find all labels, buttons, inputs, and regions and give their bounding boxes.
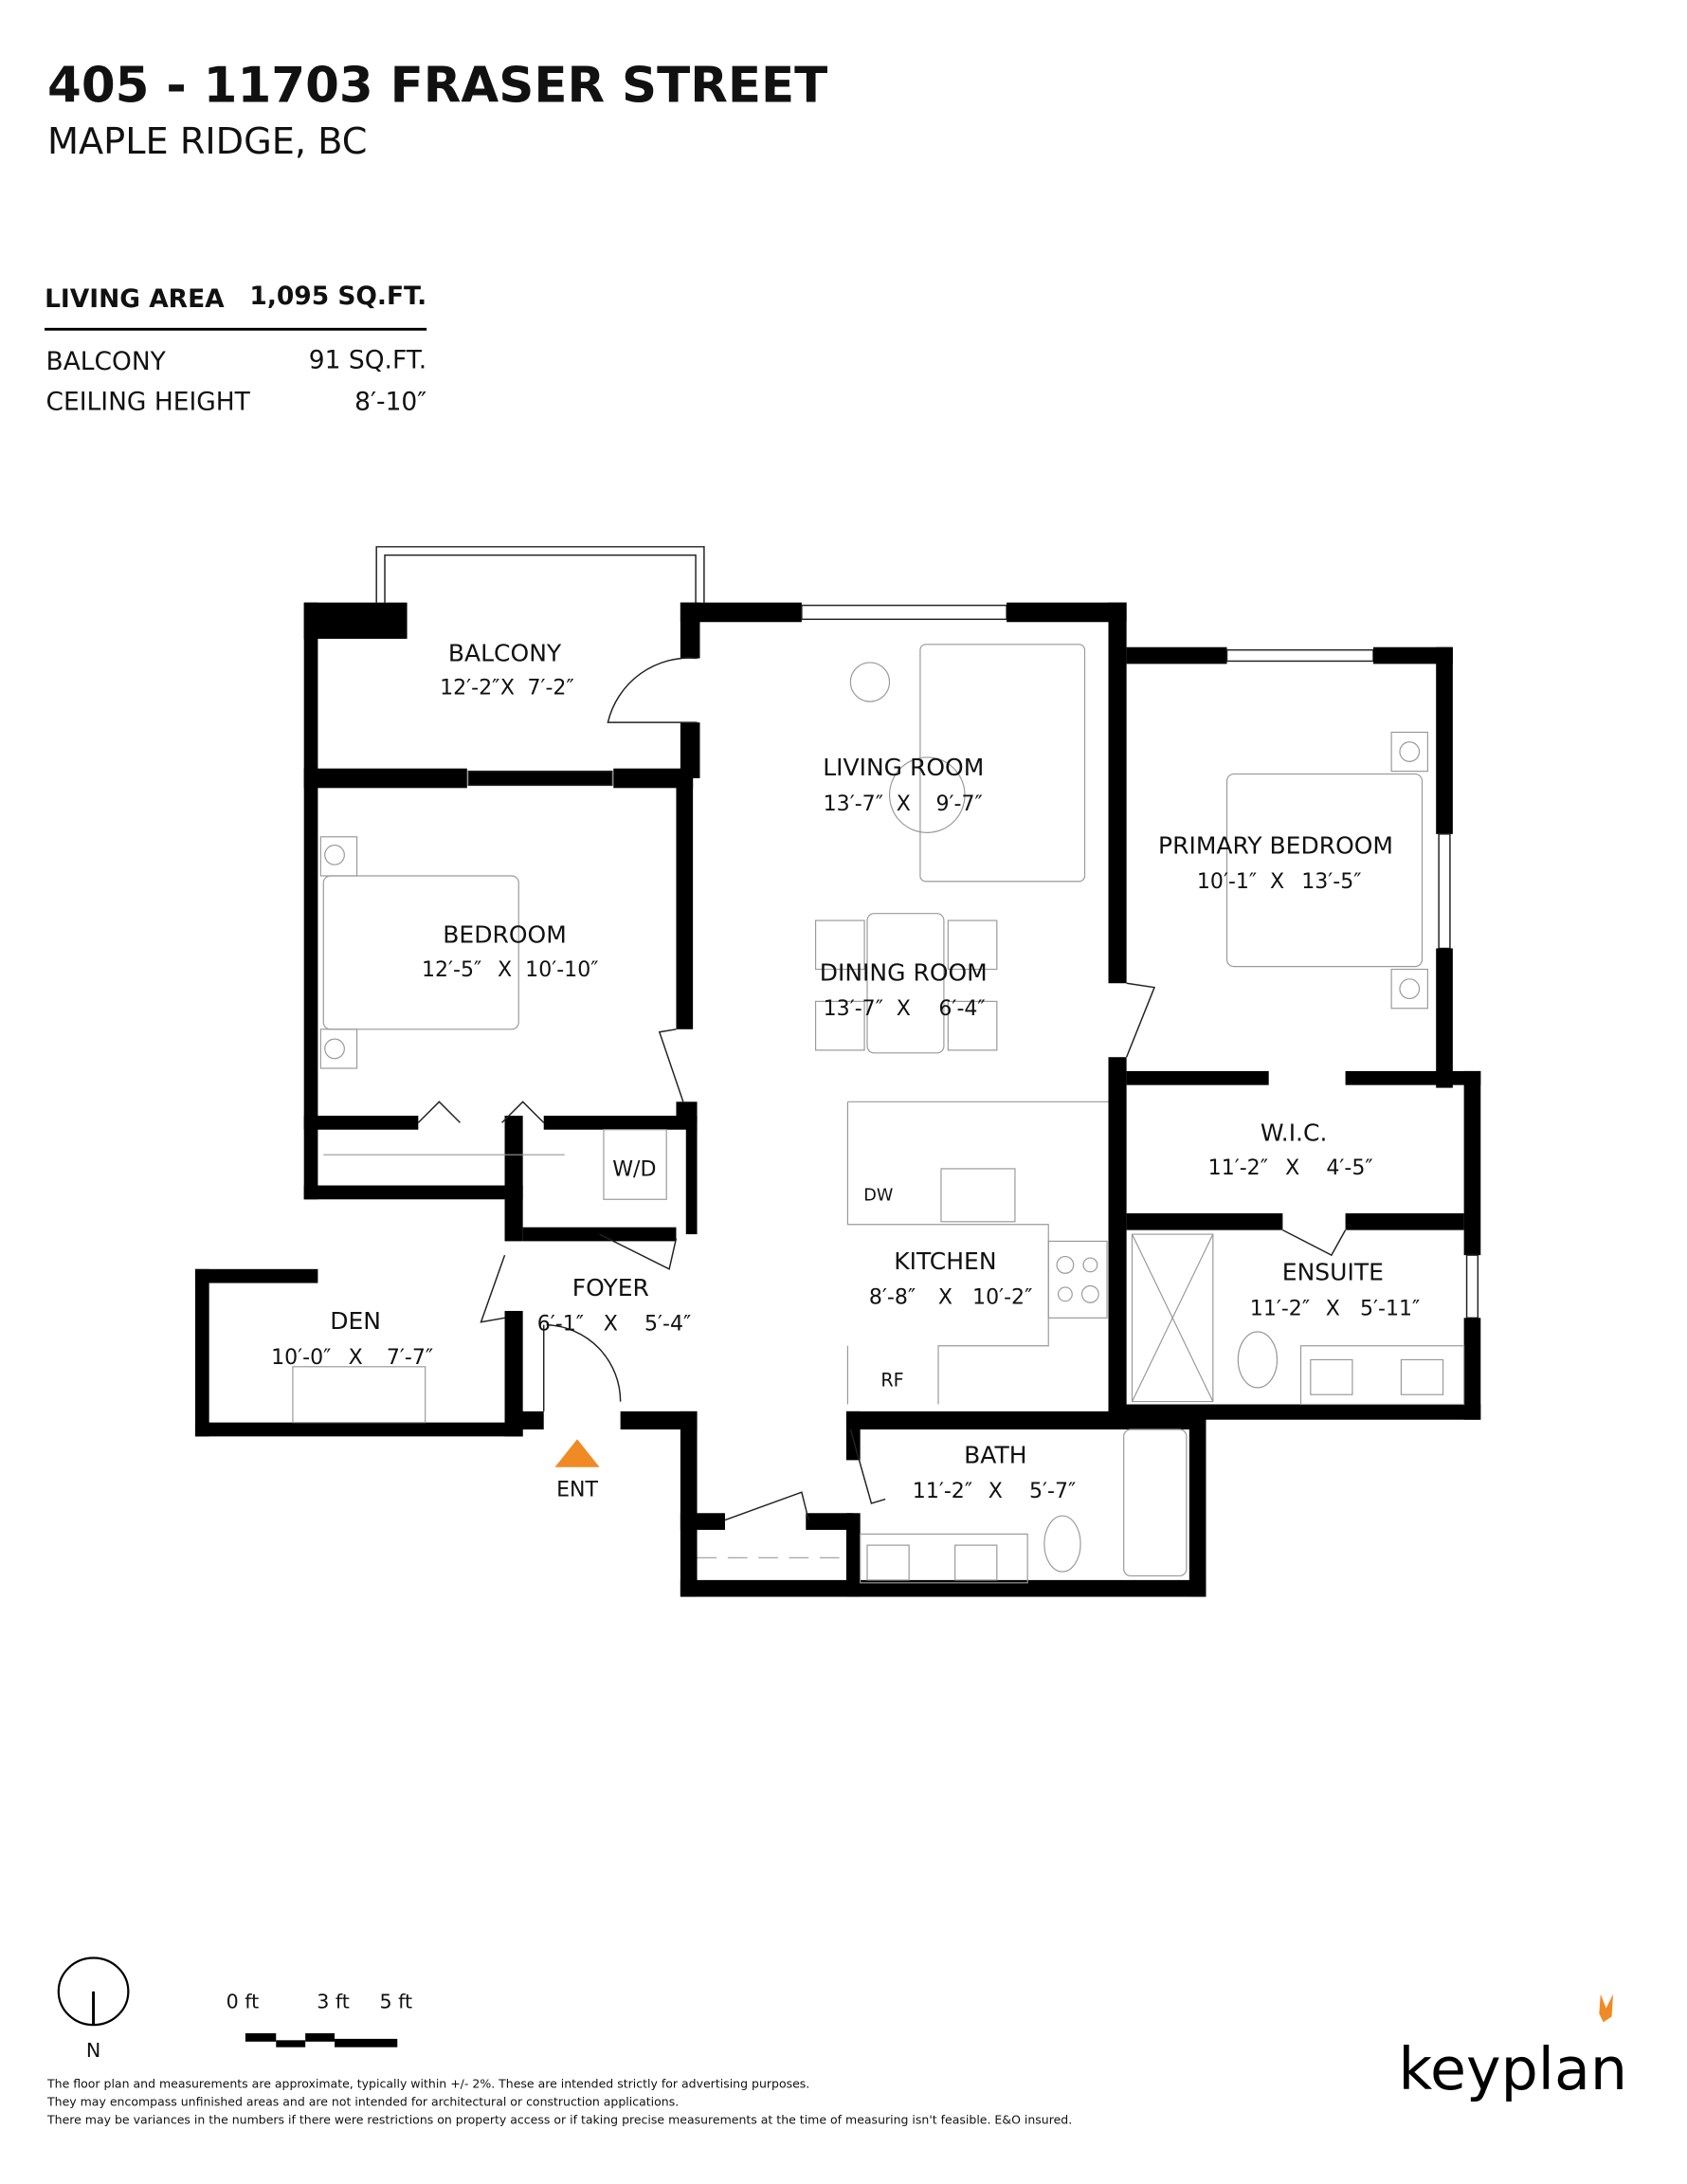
room-depth: 6′-4″ bbox=[938, 997, 985, 1021]
doors bbox=[417, 657, 1347, 1521]
ceiling-height-label: CEILING HEIGHT bbox=[46, 388, 251, 417]
kitchen-sink bbox=[940, 1168, 1016, 1223]
scale-tick: 5 ft bbox=[379, 1990, 412, 2012]
room-width: 13′-7″ bbox=[824, 792, 883, 816]
room-depth: 10′-2″ bbox=[972, 1286, 1032, 1310]
room-name-ensuite: ENSUITE bbox=[1282, 1259, 1384, 1286]
room-width: 10′-0″ bbox=[271, 1346, 331, 1370]
room-depth: 5′-7″ bbox=[1029, 1480, 1076, 1503]
room-width: 6′-1″ bbox=[537, 1313, 584, 1337]
bathtub bbox=[1123, 1429, 1188, 1577]
room-width: 10′-1″ bbox=[1197, 870, 1257, 894]
entry-marker-icon bbox=[554, 1439, 600, 1467]
room-name-living: LIVING ROOM bbox=[823, 754, 984, 781]
dim-x: X bbox=[989, 1480, 1003, 1503]
primary-bed bbox=[1225, 774, 1424, 968]
room-depth: 7′-7″ bbox=[387, 1346, 433, 1370]
room-depth: 5′-11″ bbox=[1360, 1297, 1420, 1320]
disclaimer-line: There may be variances in the numbers if… bbox=[46, 2113, 1072, 2127]
room-width: 11′-2″ bbox=[913, 1480, 972, 1503]
room-depth: 9′-7″ bbox=[935, 792, 982, 816]
room-depth: 10′-10″ bbox=[525, 958, 598, 982]
room-depth: 7′-2″ bbox=[527, 677, 573, 701]
disclaimer-line: The floor plan and measurements are appr… bbox=[46, 2076, 809, 2090]
dim-x: X bbox=[1270, 870, 1284, 894]
washer-dryer bbox=[603, 1129, 667, 1200]
scale-tick: 3 ft bbox=[317, 1990, 350, 2012]
bed bbox=[322, 875, 519, 1030]
lamp-icon bbox=[849, 662, 891, 702]
north-compass: N bbox=[57, 1956, 130, 2062]
room-width: 11′-2″ bbox=[1250, 1297, 1310, 1320]
toilet bbox=[1237, 1331, 1279, 1389]
dim-x: X bbox=[500, 677, 515, 701]
room-depth: 13′-5″ bbox=[1301, 870, 1361, 894]
dim-x: X bbox=[897, 792, 911, 816]
room-width: 13′-7″ bbox=[824, 997, 883, 1021]
room-name-wic: W.I.C. bbox=[1261, 1119, 1328, 1146]
page-title: 405 - 11703 FRASER STREET bbox=[47, 58, 827, 115]
brand-name: keyplan bbox=[1398, 2035, 1626, 2103]
room-name-primary: PRIMARY BEDROOM bbox=[1158, 831, 1393, 859]
living-area-value: 1,095 SQ.FT. bbox=[249, 282, 426, 311]
walls bbox=[194, 602, 1481, 1597]
room-name-dining: DINING ROOM bbox=[820, 958, 988, 986]
room-name-foyer: FOYER bbox=[572, 1274, 649, 1301]
dim-x: X bbox=[349, 1346, 363, 1370]
balcony-area-value: 91 SQ.FT. bbox=[309, 346, 426, 375]
keyplan-logo: keyplan bbox=[1398, 1993, 1627, 2103]
scale-bar: 0 ft 3 ft 5 ft bbox=[227, 1990, 412, 2048]
dim-x: X bbox=[938, 1286, 952, 1310]
ceiling-height-value: 8′-10″ bbox=[354, 388, 426, 417]
balcony-railing bbox=[375, 546, 705, 603]
page-subtitle: MAPLE RIDGE, BC bbox=[47, 121, 367, 163]
disclaimer-line: They may encompass unfinished areas and … bbox=[46, 2094, 679, 2108]
room-width: 8′-8″ bbox=[869, 1286, 916, 1310]
dim-x: X bbox=[897, 997, 911, 1021]
room-name-bedroom: BEDROOM bbox=[443, 921, 566, 949]
floor-plan: BALCONY 12′-2″X7′-2″ LIVING ROOM 13′-7″X… bbox=[194, 546, 1481, 1597]
room-width: 12′-2″ bbox=[440, 677, 499, 701]
wd-label: W/D bbox=[612, 1157, 656, 1181]
room-width: 11′-2″ bbox=[1208, 1156, 1268, 1180]
living-area-label: LIVING AREA bbox=[45, 284, 225, 314]
room-name-bath: BATH bbox=[964, 1441, 1026, 1468]
rf-label: RF bbox=[880, 1369, 903, 1391]
dw-label: DW bbox=[863, 1187, 893, 1206]
dim-x: X bbox=[1326, 1297, 1340, 1320]
balcony-area-label: BALCONY bbox=[46, 347, 167, 376]
room-name-kitchen: KITCHEN bbox=[894, 1247, 996, 1275]
desk bbox=[292, 1366, 426, 1424]
dim-x: X bbox=[1285, 1156, 1299, 1180]
disclaimer: The floor plan and measurements are appr… bbox=[46, 2076, 1072, 2126]
shower bbox=[1131, 1233, 1214, 1403]
room-depth: 5′-4″ bbox=[644, 1313, 691, 1337]
sectional-sofa bbox=[919, 644, 1086, 883]
dim-x: X bbox=[498, 958, 512, 982]
furniture bbox=[292, 644, 1465, 1584]
dining-table bbox=[866, 913, 945, 1054]
room-name-den: DEN bbox=[330, 1307, 381, 1335]
room-width: 12′-5″ bbox=[422, 958, 481, 982]
compass-label: N bbox=[86, 2039, 100, 2062]
coffee-table bbox=[888, 756, 966, 833]
dim-x: X bbox=[604, 1313, 618, 1337]
scale-tick: 0 ft bbox=[227, 1990, 260, 2012]
room-depth: 4′-5″ bbox=[1326, 1156, 1372, 1180]
stove bbox=[1047, 1240, 1108, 1319]
room-name-balcony: BALCONY bbox=[448, 639, 562, 666]
fox-icon bbox=[1599, 1993, 1614, 2023]
entry-label: ENT bbox=[556, 1479, 598, 1502]
